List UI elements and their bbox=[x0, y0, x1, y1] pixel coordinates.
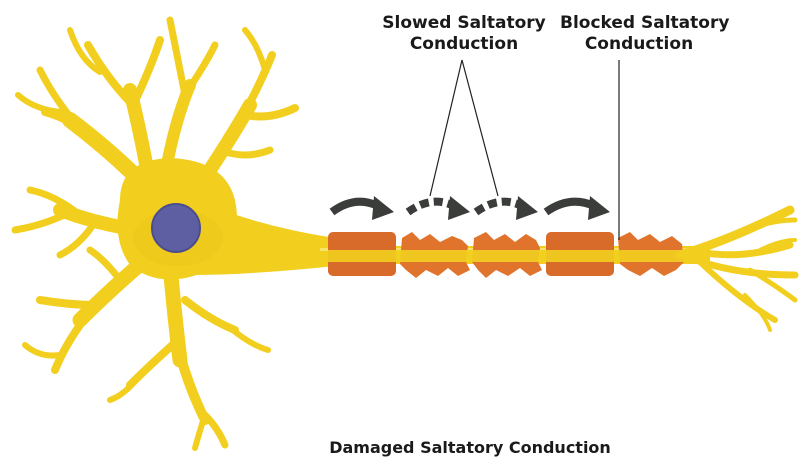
label-blocked-line2: Conduction bbox=[560, 34, 718, 55]
leader-line-slowed-right bbox=[462, 60, 498, 196]
curved-arrow-solid bbox=[546, 202, 594, 212]
arrow-head bbox=[372, 196, 394, 220]
label-slowed-line1: Slowed Saltatory bbox=[380, 13, 548, 34]
curved-arrow-dashed bbox=[408, 202, 454, 212]
leader-line-slowed-left bbox=[430, 60, 462, 196]
axon-terminals bbox=[680, 210, 795, 330]
arrow-head bbox=[516, 196, 538, 220]
label-slowed-conduction: Slowed Saltatory Conduction bbox=[380, 13, 548, 55]
arrow-head bbox=[588, 196, 610, 220]
label-blocked-line1: Blocked Saltatory bbox=[560, 13, 718, 34]
label-slowed-line2: Conduction bbox=[380, 34, 548, 55]
curved-arrow-dashed bbox=[476, 202, 522, 212]
diagram-caption: Damaged Saltatory Conduction bbox=[300, 437, 640, 458]
curved-arrow-solid bbox=[332, 202, 378, 212]
label-blocked-conduction: Blocked Saltatory Conduction bbox=[560, 13, 718, 55]
arrow-head bbox=[448, 196, 470, 220]
axon-core bbox=[328, 250, 688, 262]
nucleus bbox=[152, 204, 200, 252]
